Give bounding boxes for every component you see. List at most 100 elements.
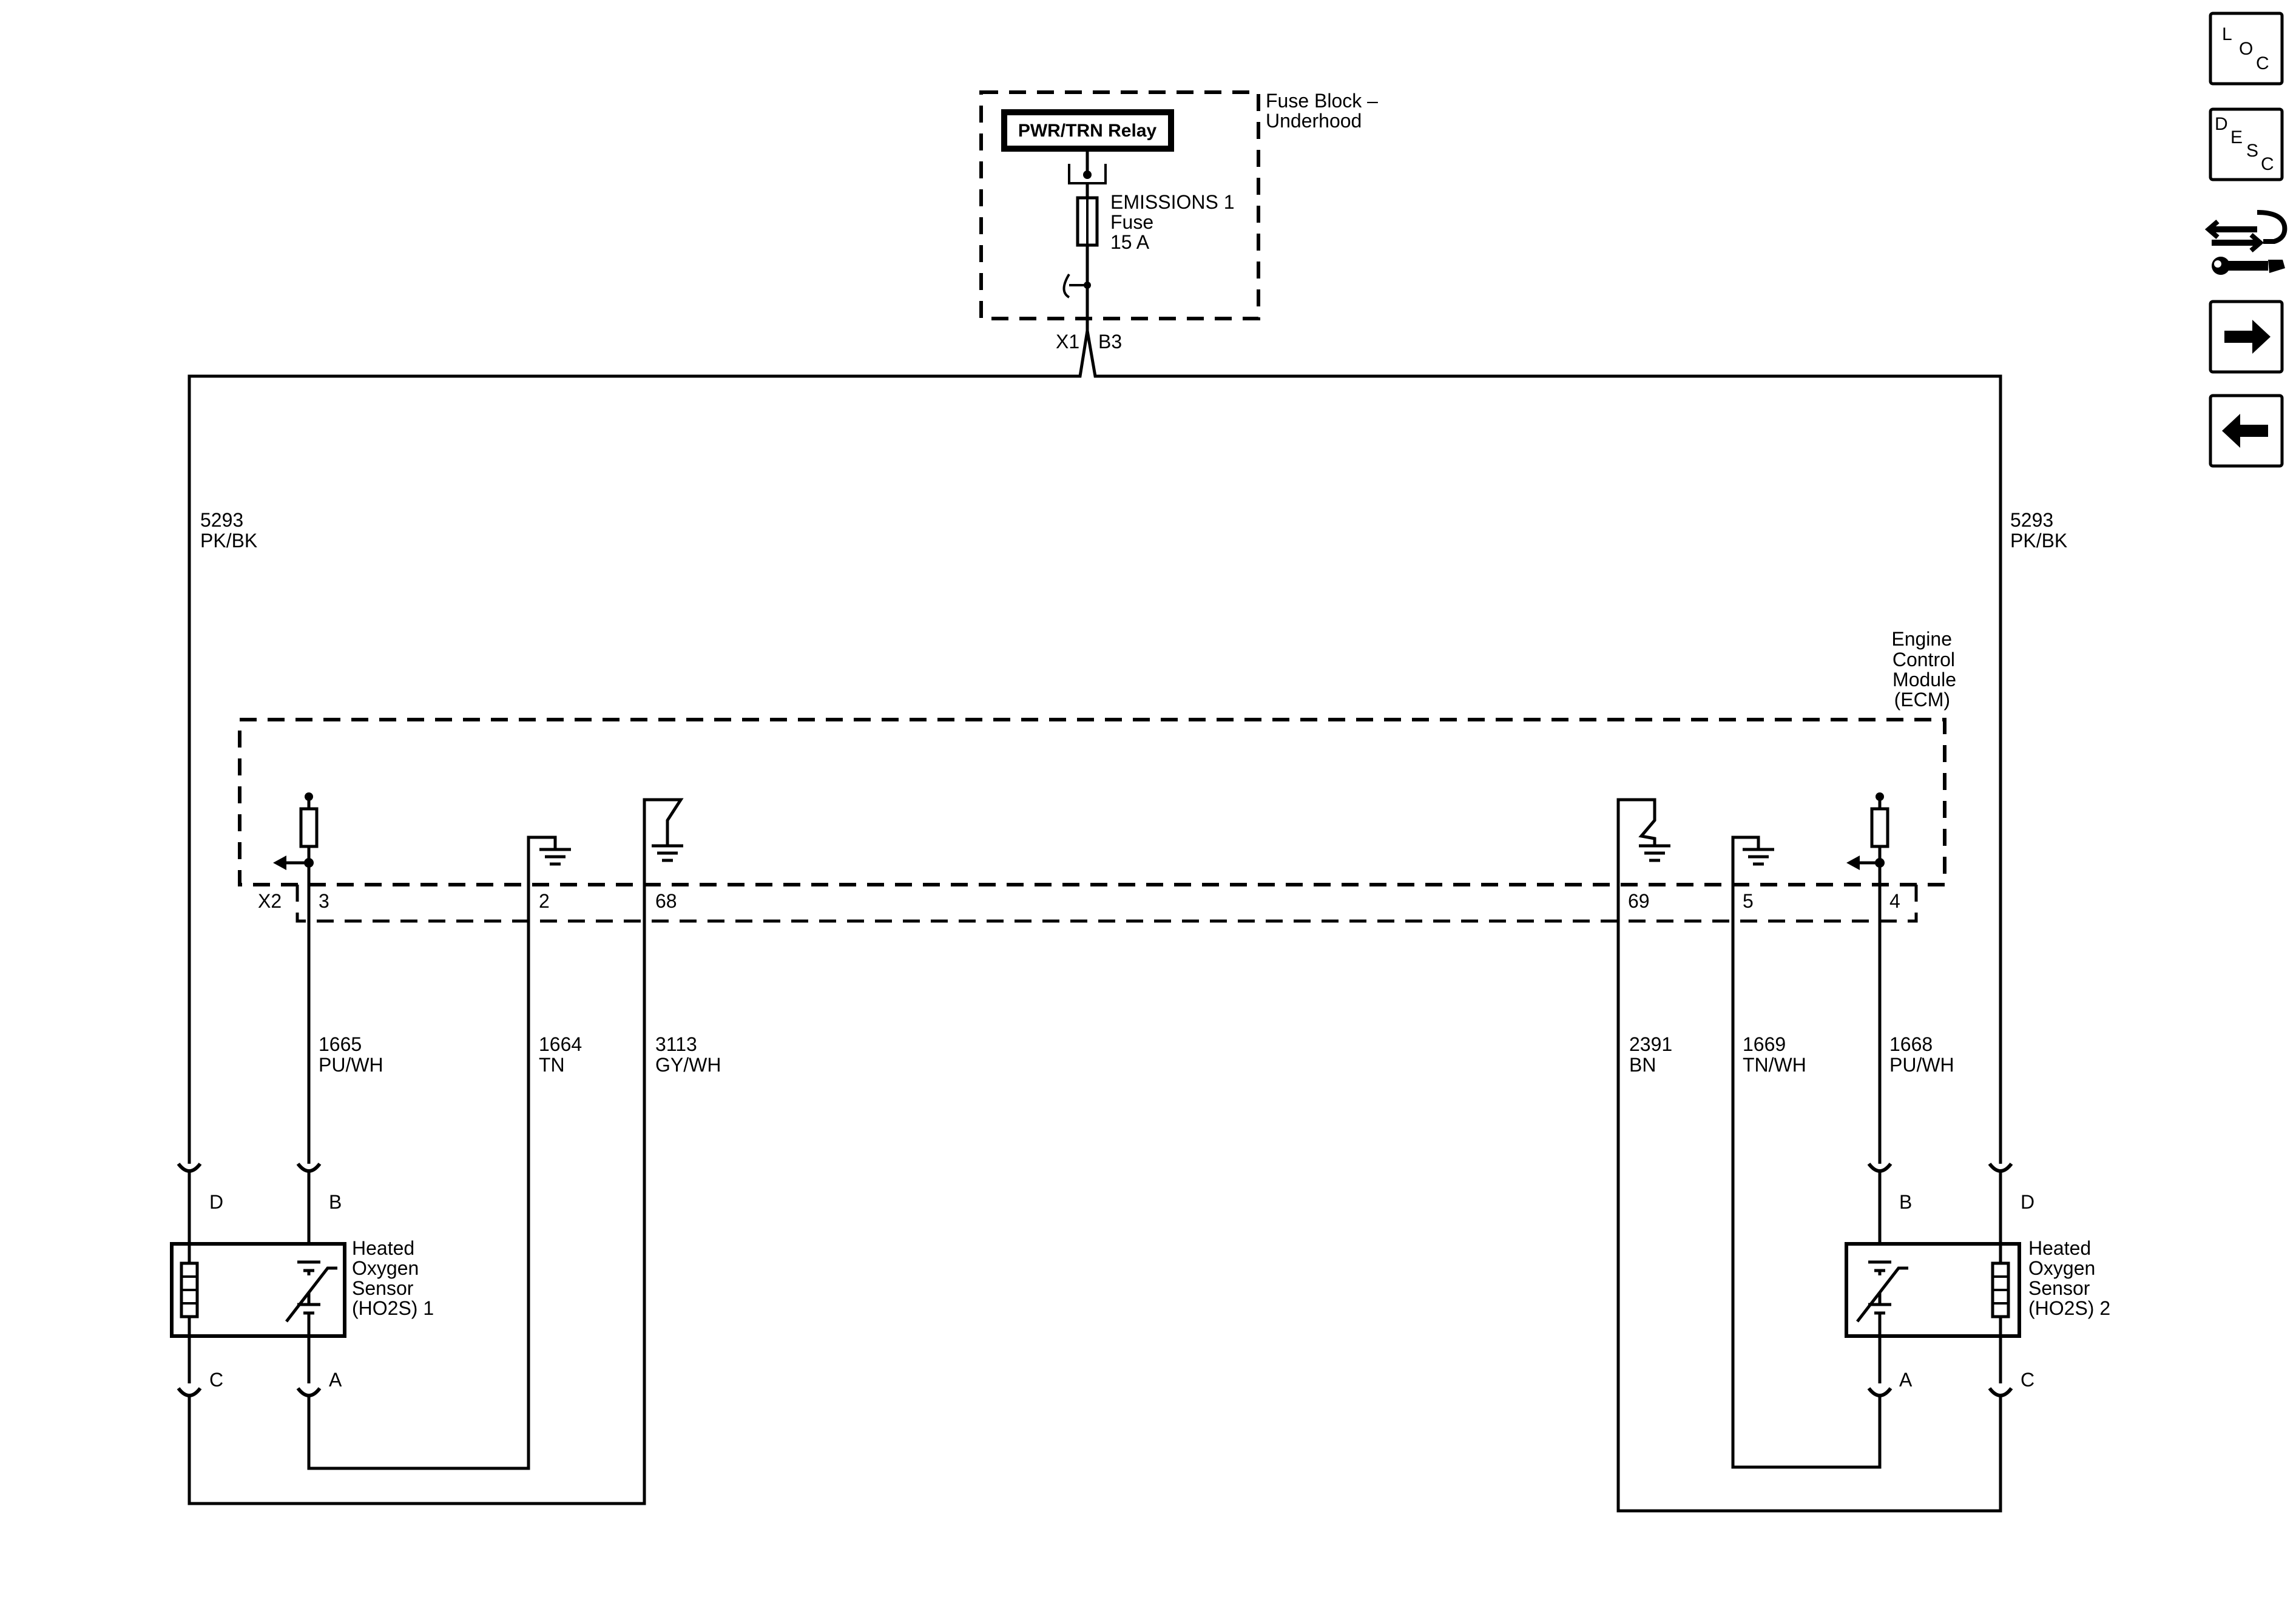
ecm-label-2: Control bbox=[1893, 649, 1955, 670]
schematic-button[interactable] bbox=[2204, 210, 2288, 275]
ecm-switch-ground-pin-68 bbox=[643, 798, 683, 995]
desc-letter-s: S bbox=[2246, 141, 2258, 161]
sensor2-pin-d: D bbox=[2021, 1191, 2034, 1213]
ecm-pullup-resistor-right bbox=[1846, 792, 1889, 870]
fuse-label-1: EMISSIONS 1 bbox=[1110, 191, 1235, 213]
side-nav: L O C D E S C bbox=[2204, 12, 2288, 468]
wire-1668-circuit: 1668 bbox=[1889, 1033, 1933, 1055]
wire-5293-left-color: PK/BK bbox=[200, 530, 257, 552]
fuse-block-title-2: Underhood bbox=[1266, 110, 1362, 132]
ecm-outline bbox=[238, 718, 1947, 886]
next-button[interactable] bbox=[2209, 300, 2284, 374]
ecm-pin-68: 68 bbox=[655, 890, 677, 912]
sensor1-heater-element bbox=[180, 1244, 199, 1336]
wire-5293-left-circuit: 5293 bbox=[200, 509, 243, 531]
sensor1-pin-d: D bbox=[209, 1191, 223, 1213]
sensor2-label-3: Sensor bbox=[2028, 1277, 2090, 1299]
heated-oxygen-sensor-2: B D A C Heated bbox=[1845, 1164, 2110, 1414]
sensor1-pin-b: B bbox=[329, 1191, 342, 1213]
sensor2-pin-c: C bbox=[2021, 1369, 2034, 1391]
sensor2-heater-element bbox=[1991, 1244, 2010, 1336]
sensor2-connector-b bbox=[1869, 1164, 1891, 1187]
loc-letter-o: O bbox=[2239, 39, 2253, 59]
sensor2-sensing-element bbox=[1856, 1260, 1908, 1336]
ecm-label-3: Module bbox=[1893, 669, 1956, 690]
sensor1-label-2: Oxygen bbox=[352, 1257, 419, 1279]
fuse-connector-x1: X1 bbox=[1056, 331, 1079, 353]
ecm-pin-69: 69 bbox=[1628, 890, 1650, 912]
sensor1-pin-c: C bbox=[209, 1369, 223, 1391]
ecm-connector-x2: X2 bbox=[258, 890, 282, 912]
sensor1-connector-b bbox=[298, 1164, 320, 1187]
wire-5293-right-circuit: 5293 bbox=[2010, 509, 2053, 531]
ecm-pin-5: 5 bbox=[1743, 890, 1754, 912]
wire-1669-color: TN/WH bbox=[1743, 1054, 1806, 1076]
loc-letter-c: C bbox=[2256, 53, 2269, 73]
wire-2391 bbox=[1616, 995, 2002, 1513]
wire-5293-right-color: PK/BK bbox=[2010, 530, 2067, 552]
ecm-ground-pin-5 bbox=[1731, 836, 1774, 995]
wire-1669 bbox=[1731, 995, 1882, 1469]
ecm-label-1: Engine bbox=[1891, 628, 1952, 650]
sensor1-label-1: Heated bbox=[352, 1237, 414, 1259]
sensor1-label-4: (HO2S) 1 bbox=[352, 1297, 434, 1319]
desc-letter-e: E bbox=[2230, 127, 2243, 147]
loc-button[interactable]: L O C bbox=[2209, 12, 2284, 86]
fuse-block-outline bbox=[979, 90, 1260, 320]
sensor2-connector-d bbox=[1990, 1164, 2011, 1187]
fuse-label-3: 15 A bbox=[1110, 231, 1150, 253]
wire-1664 bbox=[307, 995, 530, 1470]
fuse-block-underhood: Fuse Block – Underhood PWR/TRN Relay EMI… bbox=[979, 90, 1378, 331]
schematic-wrench-icon bbox=[2204, 210, 2288, 275]
sensor1-sensing-element bbox=[285, 1260, 337, 1336]
ecm-label-4: (ECM) bbox=[1894, 689, 1950, 711]
wire-5293-right bbox=[1086, 330, 2002, 1164]
loc-letter-l: L bbox=[2222, 24, 2232, 44]
ecm-pin-3: 3 bbox=[319, 890, 329, 912]
wire-1665-circuit: 1665 bbox=[319, 1033, 362, 1055]
wire-3113 bbox=[187, 995, 646, 1505]
fuse-pin-b3: B3 bbox=[1098, 331, 1122, 353]
description-icon: D E S C bbox=[2215, 114, 2274, 174]
ecm-pin-4: 4 bbox=[1889, 890, 1900, 912]
sensor1-pin-a: A bbox=[329, 1369, 342, 1391]
pwr-trn-relay: PWR/TRN Relay bbox=[1001, 109, 1174, 152]
desc-letter-d: D bbox=[2215, 114, 2228, 134]
location-icon: L O C bbox=[2222, 24, 2269, 73]
sensor2-pin-b: B bbox=[1899, 1191, 1912, 1213]
heated-oxygen-sensor-1: D B C A bbox=[170, 1164, 434, 1414]
ecm-connector-x2-outline bbox=[295, 885, 1918, 923]
wire-1669-circuit: 1669 bbox=[1743, 1033, 1786, 1055]
sensor2-label-4: (HO2S) 2 bbox=[2028, 1297, 2110, 1319]
wire-2391-color: BN bbox=[1629, 1054, 1656, 1076]
back-button[interactable] bbox=[2209, 394, 2284, 468]
arrow-right-icon bbox=[2224, 320, 2271, 354]
sensor1-connector-d bbox=[178, 1164, 200, 1187]
sensor2-label-1: Heated bbox=[2028, 1237, 2091, 1259]
wire-1665-color: PU/WH bbox=[319, 1054, 383, 1076]
wire-2391-circuit: 2391 bbox=[1629, 1033, 1672, 1055]
emissions-1-fuse bbox=[1076, 196, 1099, 247]
engine-control-module: Engine Control Module (ECM) bbox=[238, 628, 1956, 995]
relay-label: PWR/TRN Relay bbox=[1018, 121, 1157, 141]
sensor2-body bbox=[1845, 1242, 2021, 1338]
wire-3113-circuit: 3113 bbox=[655, 1033, 697, 1055]
ecm-switch-ground-pin-69 bbox=[1616, 798, 1670, 995]
wire-1664-color: TN bbox=[539, 1054, 565, 1076]
wire-5293-left bbox=[187, 330, 1089, 1164]
desc-button[interactable]: D E S C bbox=[2209, 107, 2284, 181]
ecm-pullup-resistor-left bbox=[273, 792, 319, 870]
sensor1-label-3: Sensor bbox=[352, 1277, 414, 1299]
sensor1-body bbox=[170, 1242, 346, 1338]
sensor2-pin-a: A bbox=[1899, 1369, 1913, 1391]
sensor2-label-2: Oxygen bbox=[2028, 1257, 2095, 1279]
fuse-label-2: Fuse bbox=[1110, 211, 1153, 233]
fuse-block-title-1: Fuse Block – bbox=[1266, 90, 1378, 112]
desc-letter-c: C bbox=[2261, 154, 2274, 174]
wire-1668-color: PU/WH bbox=[1889, 1054, 1954, 1076]
wire-1664-circuit: 1664 bbox=[539, 1033, 582, 1055]
ecm-ground-pin-2 bbox=[527, 836, 571, 995]
ecm-pin-2: 2 bbox=[539, 890, 550, 912]
arrow-left-icon bbox=[2222, 414, 2268, 448]
wire-3113-color: GY/WH bbox=[655, 1054, 721, 1076]
